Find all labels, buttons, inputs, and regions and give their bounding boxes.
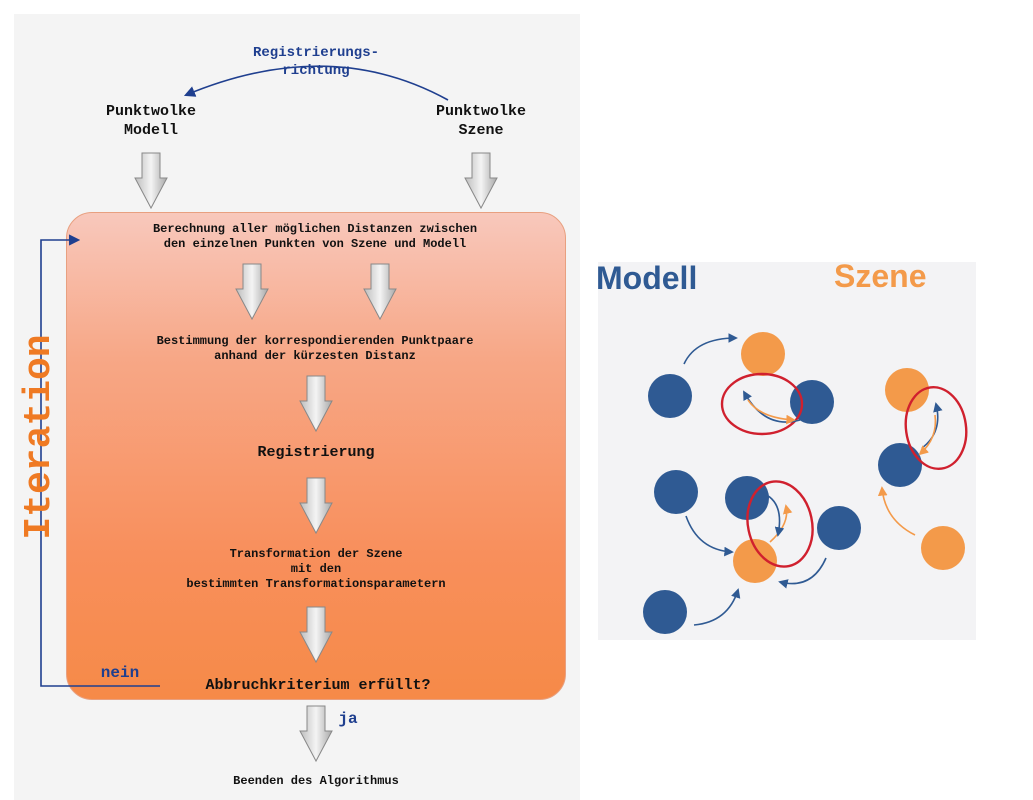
model-cloud-label: Punktwolke Modell	[105, 103, 196, 139]
gray-arrow-model-input	[134, 152, 168, 210]
orange-motion-arrow	[769, 504, 793, 543]
model-points	[643, 374, 922, 634]
scene-points	[733, 332, 965, 583]
scene-point	[741, 332, 785, 376]
step-pairs: Bestimmung der korrespondierenden Punktp…	[156, 334, 474, 363]
model-point	[878, 443, 922, 487]
gray-arrow-transform	[299, 606, 333, 664]
iteration-loop-line	[40, 234, 160, 687]
scene-title: Szene	[834, 258, 927, 294]
scene-point	[921, 526, 965, 570]
match-ellipse	[746, 480, 814, 568]
gray-arrow-pairs	[299, 375, 333, 433]
scene-cloud-label: Punktwolke Szene	[435, 103, 526, 139]
match-ellipse	[904, 385, 968, 471]
blue-motion-arrow	[921, 402, 943, 449]
blue-motion-arrow	[778, 557, 827, 589]
gray-arrow-registration	[299, 477, 333, 535]
direction-label: Registrierungs- richtung	[252, 45, 380, 80]
direction-arrow	[183, 65, 449, 101]
gray-arrow-scene-input	[464, 152, 498, 210]
label-yes: ja	[338, 710, 358, 728]
gray-arrow-distance-left	[235, 263, 269, 321]
model-point	[648, 374, 692, 418]
blue-motion-arrow	[683, 333, 738, 365]
model-point	[643, 590, 687, 634]
blue-motion-arrow	[693, 588, 741, 626]
step-registration: Registrierung	[257, 444, 375, 461]
gray-arrow-distance-right	[363, 263, 397, 321]
orange-motion-arrow	[877, 486, 916, 536]
model-point	[654, 470, 698, 514]
blue-motion-arrow	[759, 491, 785, 537]
orange-motion-arrow	[747, 399, 796, 425]
model-point	[725, 476, 769, 520]
blue-motion-arrow	[685, 515, 734, 557]
model-title: Modell	[596, 260, 698, 296]
step-criterion: Abbruchkriterium erfüllt?	[205, 677, 431, 694]
step-transform: Transformation der Szene mit den bestimm…	[186, 547, 446, 591]
match-ellipse	[720, 372, 804, 436]
model-point	[817, 506, 861, 550]
scene-point	[733, 539, 777, 583]
orange-motion-arrow	[918, 414, 937, 456]
label-no: nein	[100, 664, 140, 682]
scene-point	[885, 368, 929, 412]
iteration-label: Iteration	[18, 334, 61, 540]
step-distances: Berechnung aller möglichen Distanzen zwi…	[152, 222, 478, 251]
step-end: Beenden des Algorithmus	[233, 774, 399, 788]
gray-arrow-end	[299, 705, 333, 763]
